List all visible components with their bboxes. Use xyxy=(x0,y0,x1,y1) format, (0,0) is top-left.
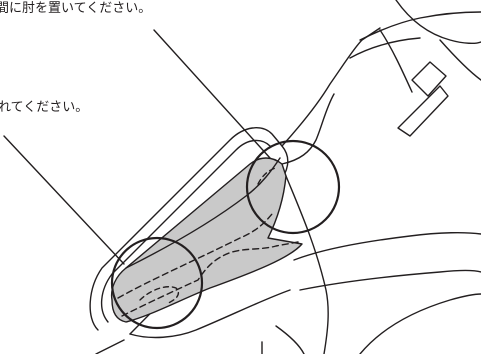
upper-arm-outline xyxy=(281,93,335,165)
torso-side xyxy=(285,175,329,354)
shoulder-line xyxy=(379,29,413,93)
highlight-circle-elbow xyxy=(245,139,341,235)
hand-hidden-outline xyxy=(139,286,180,305)
collar-detail xyxy=(411,61,447,97)
highlight-circle-hand xyxy=(110,236,204,330)
chair-seat xyxy=(293,231,481,261)
instruction-insert-label: れてください。 xyxy=(0,100,89,115)
leader-line-insert xyxy=(3,135,125,265)
lap-line xyxy=(299,269,481,291)
cuff-outer-outline xyxy=(89,127,289,335)
arm-hidden-outline xyxy=(117,213,273,299)
leader-line-elbow xyxy=(153,29,271,159)
sleeve-right xyxy=(439,39,481,81)
torso-outline xyxy=(281,27,381,147)
cuff-inner-outline xyxy=(101,139,271,323)
arm-hidden-outline-2 xyxy=(121,241,299,317)
cuff-bottom xyxy=(129,289,291,339)
arm-upper-contour xyxy=(125,157,281,269)
lap-lower xyxy=(359,293,481,354)
instruction-elbow-label: 間に肘を置いてください。 xyxy=(0,1,152,16)
leader-line-bottom xyxy=(95,339,125,354)
hair-outline xyxy=(395,0,481,45)
chair-back xyxy=(359,11,481,41)
chair-back-inner xyxy=(349,37,421,59)
chair-leg xyxy=(275,325,305,354)
elbow-hidden-outline xyxy=(257,167,277,185)
collar-detail-2 xyxy=(397,85,449,137)
cuff-lining-shaded xyxy=(110,157,303,323)
